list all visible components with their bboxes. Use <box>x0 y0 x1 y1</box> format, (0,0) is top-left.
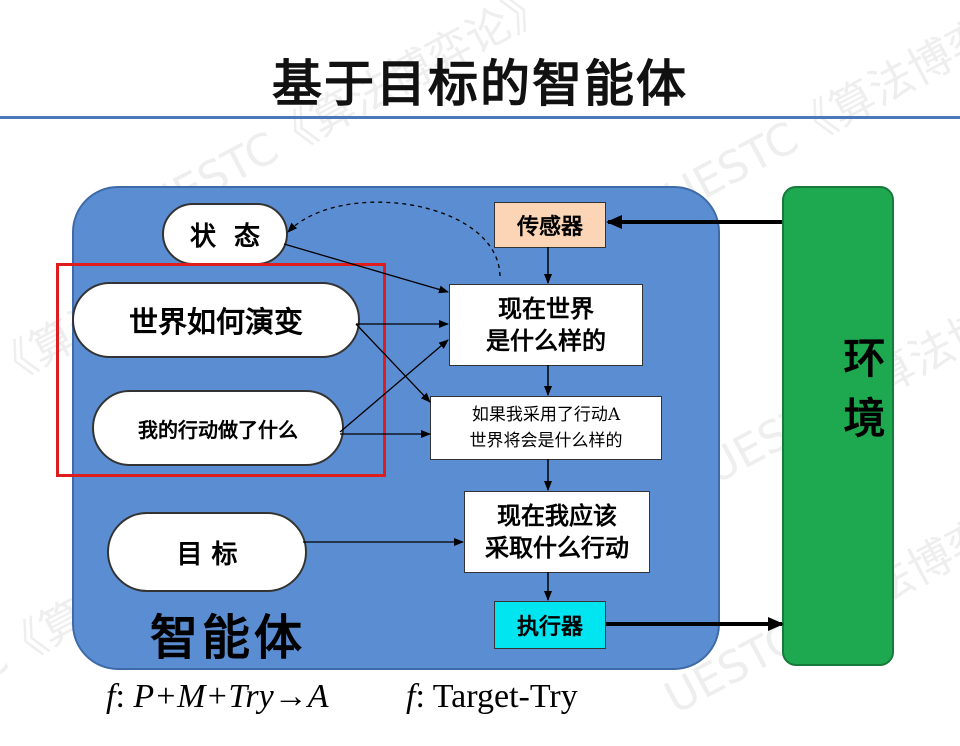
formula-1-expr: P+M+Try→A <box>133 678 329 715</box>
environment-box: 环境 <box>782 186 894 666</box>
my-actions-pill: 我的行动做了什么 <box>92 390 344 466</box>
environment-label: 环境 <box>837 336 886 456</box>
decide-box: 现在我应该 采取什么行动 <box>464 491 650 573</box>
actuator-box: 执行器 <box>494 601 606 649</box>
world-now-box: 现在世界 是什么样的 <box>449 284 643 366</box>
what-if-box: 如果我采用了行动A 世界将会是什么样的 <box>430 396 662 460</box>
formula-2-expr: : Target-Try <box>415 678 578 715</box>
world-evolve-pill: 世界如何演变 <box>72 282 360 358</box>
formula-2-name: f <box>406 678 416 715</box>
agent-label: 智能体 <box>150 610 307 666</box>
state-pill: 状 态 <box>162 203 288 265</box>
formula-1: f: P+M+Try→A <box>106 678 329 715</box>
formula-2: f: Target-Try <box>406 678 578 716</box>
slide-title: 基于目标的智能体 <box>272 55 688 113</box>
sensor-box: 传感器 <box>494 202 606 248</box>
highlight-rectangle <box>56 263 386 477</box>
goal-pill: 目 标 <box>107 512 307 592</box>
formula-1-name: f <box>106 678 116 715</box>
title-divider <box>0 116 960 119</box>
